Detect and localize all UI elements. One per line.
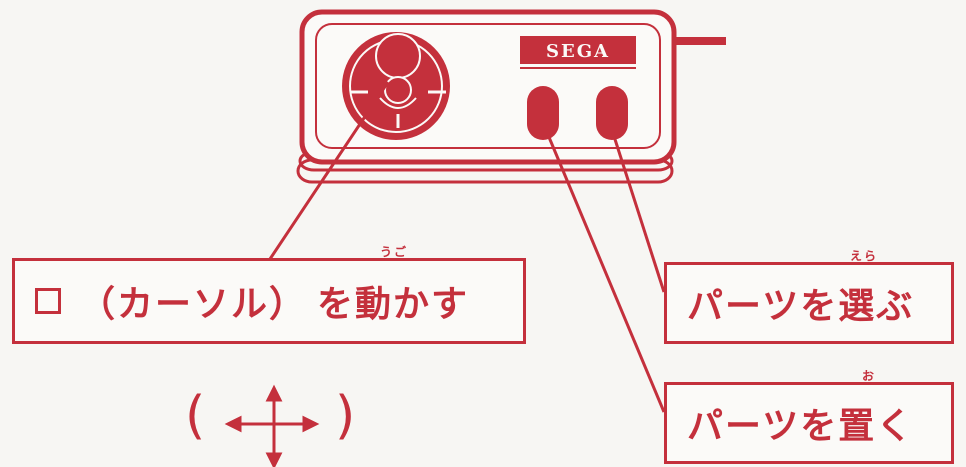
sega-logo-text: SEGA [546,41,610,62]
label-place-parts-text: パーツを置く [687,406,915,447]
button-1 [527,86,559,140]
direction-open-paren: ( [185,386,206,446]
direction-close-paren: ) [335,386,356,446]
label-move-cursor-paren: （カーソル） [79,284,308,325]
leader-button-1 [544,129,666,413]
label-select-parts-text: パーツを選ぶ [687,286,915,327]
dpad-top-knob [375,33,421,79]
button-2 [596,86,628,140]
controller-inner-panel [315,23,661,149]
controller: SEGA [296,9,726,184]
dpad-center-hole [384,76,412,104]
leader-dpad [266,81,390,263]
leader-button-2 [610,129,666,293]
direction-cross-icon [224,384,320,467]
label-move-cursor-suffix: を動かす [317,284,470,325]
cursor-square-icon [35,288,61,314]
label-place-parts: パーツを置く [664,382,954,464]
dpad-center-arc [379,97,417,109]
ruby-place: お [862,369,877,383]
ruby-select: えら [850,249,879,263]
label-select-parts: パーツを選ぶ [664,262,954,344]
sega-logo-plate [520,36,636,64]
ruby-move: うご [380,245,409,259]
label-move-cursor: （カーソル） を動かす [12,258,526,344]
controller-cable [674,37,726,45]
dpad [342,32,450,140]
direction-hint: ( ) [175,378,375,464]
sega-logo: SEGA [520,36,636,69]
